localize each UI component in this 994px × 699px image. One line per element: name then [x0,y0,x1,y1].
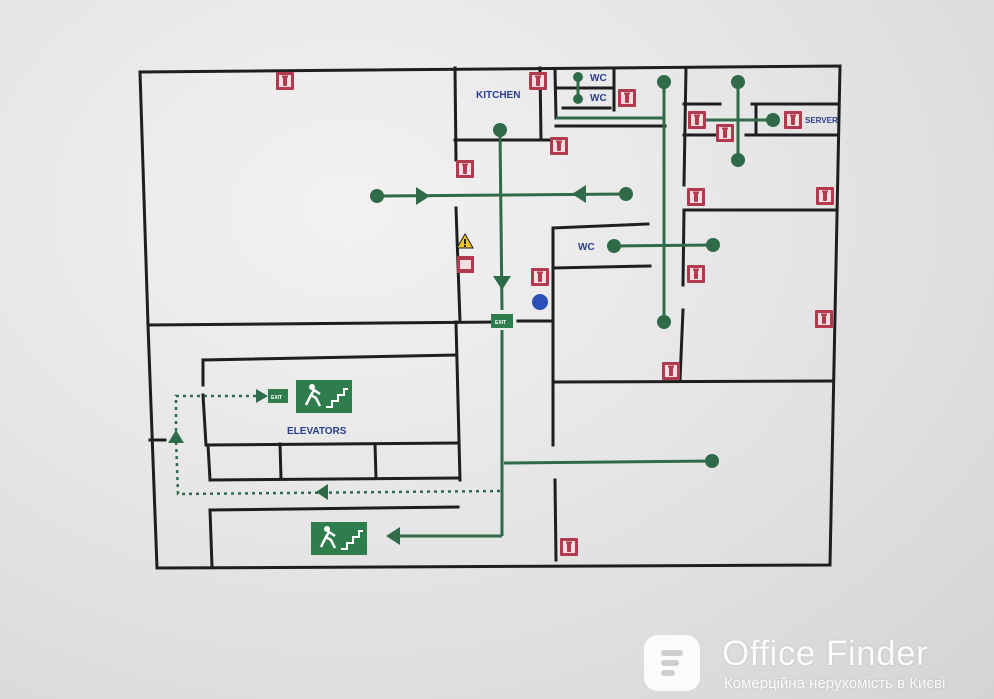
fire-extinguisher-icon [560,538,578,556]
fire-extinguisher-icon [784,111,802,129]
fire-extinguisher-icon [662,362,680,380]
fire-extinguisher-icon [531,268,549,286]
wc-label-top: WC [590,73,607,84]
watermark-subtitle: Комерційна нерухомість в Києві [724,675,946,692]
emergency-exit-icon [311,522,367,555]
fire-extinguisher-icon [687,265,705,283]
watermark: Office Finder Комерційна нерухомість в К… [642,632,994,699]
office-finder-logo-icon [644,635,700,691]
watermark-title: Office Finder [722,634,929,673]
wc-label-middle: WC [578,242,595,253]
svg-text:EXIT: EXIT [271,395,282,401]
fire-extinguisher-icon [529,72,547,90]
walls [138,64,842,570]
fire-extinguisher-icon [456,160,474,178]
you-are-here-marker [532,294,548,310]
fire-extinguisher-icon [716,124,734,142]
evacuation-routes [168,72,780,545]
wc-label-second: WC [590,93,607,104]
fire-alarm-icon [457,256,474,273]
svg-text:EXIT: EXIT [495,320,506,326]
fire-extinguisher-icon [816,187,834,205]
fire-extinguisher-icon [618,89,636,107]
emergency-exit-icon [296,380,352,413]
fire-extinguisher-icon [276,72,294,90]
fire-extinguisher-icon [688,111,706,129]
exit-sign-small: EXIT [268,389,288,403]
fire-extinguisher-icon [815,310,833,328]
warning-triangle-icon [456,232,474,249]
exit-sign-main: EXIT [491,314,513,328]
fire-extinguisher-icon [550,137,568,155]
server-label: SERVER [805,116,838,125]
kitchen-label: KITCHEN [476,90,520,101]
elevators-label: ELEVATORS [287,426,347,437]
fire-extinguisher-icon [687,188,705,206]
